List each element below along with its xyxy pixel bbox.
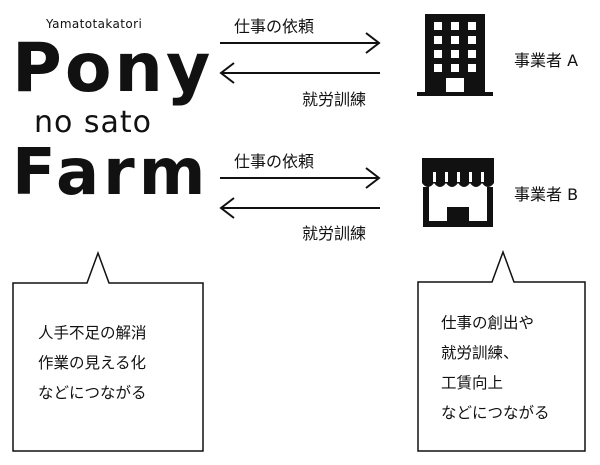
bubble-right-line: などにつながる [441, 404, 550, 422]
bubble-left-text: 人手不足の解消 作業の見える化 などにつながる [38, 318, 147, 408]
bubble-right-line: 就労訓練、 [441, 344, 519, 362]
shop-storefront-icon [422, 158, 494, 227]
logo-farm: Farm [12, 136, 210, 210]
label-business-a: 事業者 A [514, 51, 579, 70]
arrow-training-a [219, 62, 380, 84]
logo-pony: Pony [12, 29, 214, 108]
bubble-right-outline [417, 249, 586, 452]
bubble-left-line: などにつながる [38, 384, 147, 402]
label-training-b: 就労訓練 [302, 224, 367, 243]
arrow-request-b [220, 167, 381, 189]
bubble-left-outline [12, 250, 204, 452]
label-business-b: 事業者 B [514, 185, 579, 204]
label-request-a: 仕事の依頼 [234, 17, 315, 36]
office-building-icon [417, 14, 493, 96]
bubble-right-line: 工賃向上 [441, 374, 504, 392]
logo-no-sato: no sato [34, 105, 153, 140]
label-training-a: 就労訓練 [302, 90, 367, 109]
arrow-request-a [220, 32, 381, 54]
label-request-b: 仕事の依頼 [234, 152, 315, 171]
logo-subtitle: Yamatotakatori [46, 17, 143, 31]
bubble-right-text: 仕事の創出や 就労訓練、 工賃向上 などにつながる [441, 308, 550, 428]
bubble-left-line: 人手不足の解消 [38, 324, 147, 342]
bubble-left-line: 作業の見える化 [38, 354, 147, 372]
arrow-training-b [219, 197, 380, 219]
bubble-right-line: 仕事の創出や [441, 314, 535, 332]
